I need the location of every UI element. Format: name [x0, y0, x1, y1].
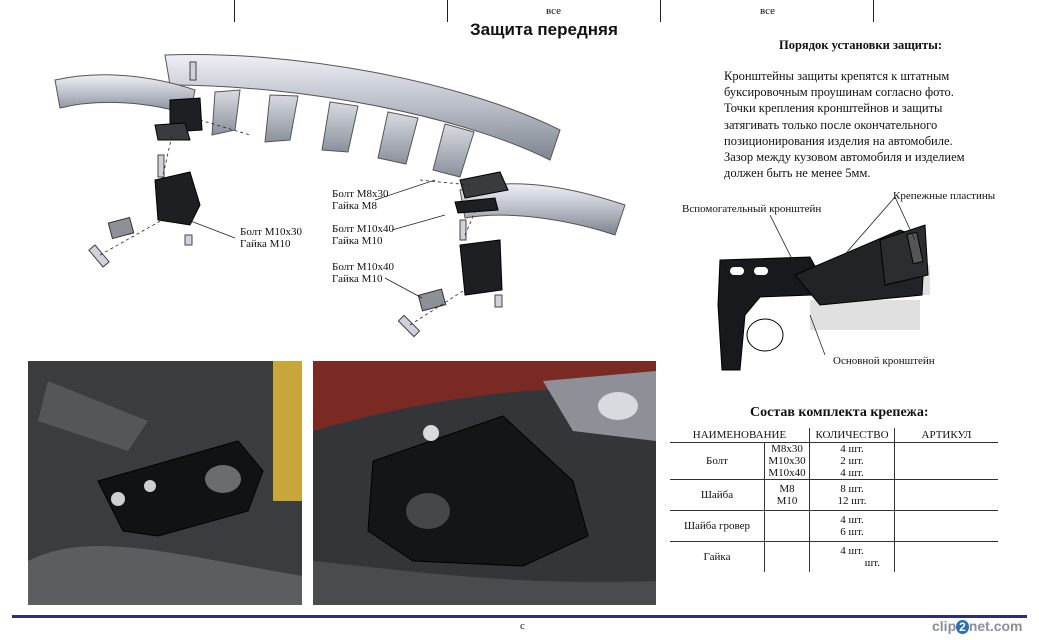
- bracket-illustration: [717, 196, 930, 371]
- qty-value: шт.: [864, 557, 880, 569]
- page-title: Защита передняя: [470, 20, 618, 39]
- item-article: [894, 510, 998, 542]
- instruction-line: Зазор между кузовом автомобиля и изделие…: [724, 150, 965, 165]
- photo-bracket-shape: [313, 361, 656, 605]
- label-plates: Крепежные пластины: [893, 190, 996, 202]
- table-row: Шайба М8 М10 8 шт. 12 шт.: [670, 479, 998, 511]
- install-photo-left: [28, 361, 302, 605]
- column-header-article: АРТИКУЛ: [894, 428, 998, 443]
- label-aux-bracket: Вспомогательный кронштейн: [682, 203, 822, 215]
- header-model-2: все: [760, 5, 776, 17]
- label-r2-bolt: Болт М10х40: [332, 223, 394, 235]
- install-photo-right: [313, 361, 656, 605]
- table-header-row: НАИМЕНОВАНИЕ КОЛИЧЕСТВО АРТИКУЛ: [670, 428, 998, 443]
- header-divider: [447, 0, 448, 22]
- item-qty: 8 шт. 12 шт.: [809, 479, 895, 511]
- footer-divider: [12, 615, 1027, 618]
- item-sizes: [764, 510, 810, 542]
- instruction-line: Точки крепления кронштейнов и защиты: [724, 101, 943, 116]
- logo-text: clip: [932, 618, 957, 634]
- qty-value: 8 шт.: [840, 483, 864, 495]
- item-qty: 4 шт. 2 шт. 4 шт.: [809, 442, 895, 480]
- table-row: Болт М8х30 М10х30 М10х40 4 шт. 2 шт. 4 ш…: [670, 442, 998, 480]
- qty-value: 4 шт.: [840, 467, 864, 479]
- item-size: М10х40: [768, 467, 806, 479]
- item-name: Шайба: [670, 479, 765, 511]
- qty-value: 2 шт.: [840, 455, 864, 467]
- item-size: М10: [776, 495, 798, 507]
- label-r3-bolt: Болт М10х40: [332, 261, 394, 273]
- instructions-text: Кронштейны защиты крепятся к штатным бук…: [724, 68, 1024, 181]
- label-r1-nut: Гайка М8: [332, 200, 377, 212]
- logo-mark: 2: [956, 620, 969, 634]
- item-sizes: М8 М10: [764, 479, 810, 511]
- qty-value: 4 шт.: [840, 443, 864, 455]
- item-size: М8: [779, 483, 795, 495]
- instructions-heading: Порядок установки защиты:: [779, 38, 943, 52]
- label-left-bolt: Болт М10х30: [240, 226, 302, 238]
- instruction-line: позиционирования изделия на автомобиле.: [724, 133, 953, 148]
- item-size: М8х30: [771, 443, 803, 455]
- item-article: [894, 479, 998, 511]
- qty-value: 4 шт.: [840, 545, 864, 557]
- column-header-name: НАИМЕНОВАНИЕ: [670, 428, 810, 443]
- kit-table: НАИМЕНОВАНИЕ КОЛИЧЕСТВО АРТИКУЛ Болт М8х…: [670, 428, 998, 572]
- item-sizes: М8х30 М10х30 М10х40: [764, 442, 810, 480]
- exploded-diagram: [54, 54, 626, 338]
- item-sizes: [764, 541, 810, 572]
- item-qty: 4 шт. 6 шт.: [809, 510, 895, 542]
- table-row: Шайба гровер 4 шт. 6 шт.: [670, 510, 998, 542]
- label-left-nut: Гайка М10: [240, 238, 291, 250]
- table-row: Гайка 4 шт. шт.: [670, 541, 999, 573]
- item-name: Болт: [670, 442, 765, 480]
- header-divider: [873, 0, 874, 22]
- header-divider: [234, 0, 235, 22]
- item-name: Гайка: [670, 541, 765, 572]
- instruction-line: Кронштейны защиты крепятся к штатным: [724, 69, 950, 83]
- column-header-qty: КОЛИЧЕСТВО: [809, 428, 895, 443]
- instruction-line: должен быть не менее 5мм.: [724, 166, 871, 181]
- footer-page-mark: с: [520, 620, 525, 632]
- label-r3-nut: Гайка М10: [332, 273, 383, 285]
- item-name: Шайба гровер: [670, 510, 765, 542]
- item-size: М10х30: [768, 455, 806, 467]
- label-r1-bolt: Болт М8х30: [332, 188, 389, 200]
- item-qty: 4 шт. шт.: [809, 541, 895, 572]
- qty-value: 6 шт.: [840, 526, 864, 538]
- item-article: [895, 542, 999, 573]
- kit-title: Состав комплекта крепежа:: [750, 405, 929, 420]
- instruction-line: затягивать только после окончательного: [724, 117, 938, 132]
- item-article: [894, 442, 998, 480]
- qty-value: 4 шт.: [840, 514, 864, 526]
- header-model-1: все: [546, 5, 562, 17]
- qty-value: 12 шт.: [837, 495, 867, 507]
- photo-bracket-shape: [28, 361, 302, 605]
- label-r2-nut: Гайка М10: [332, 235, 383, 247]
- instruction-line: буксировочным проушинам согласно фото.: [724, 85, 954, 100]
- label-main-bracket: Основной кронштейн: [833, 355, 935, 367]
- logo-text: net.com: [968, 618, 1023, 634]
- header-divider: [660, 0, 661, 22]
